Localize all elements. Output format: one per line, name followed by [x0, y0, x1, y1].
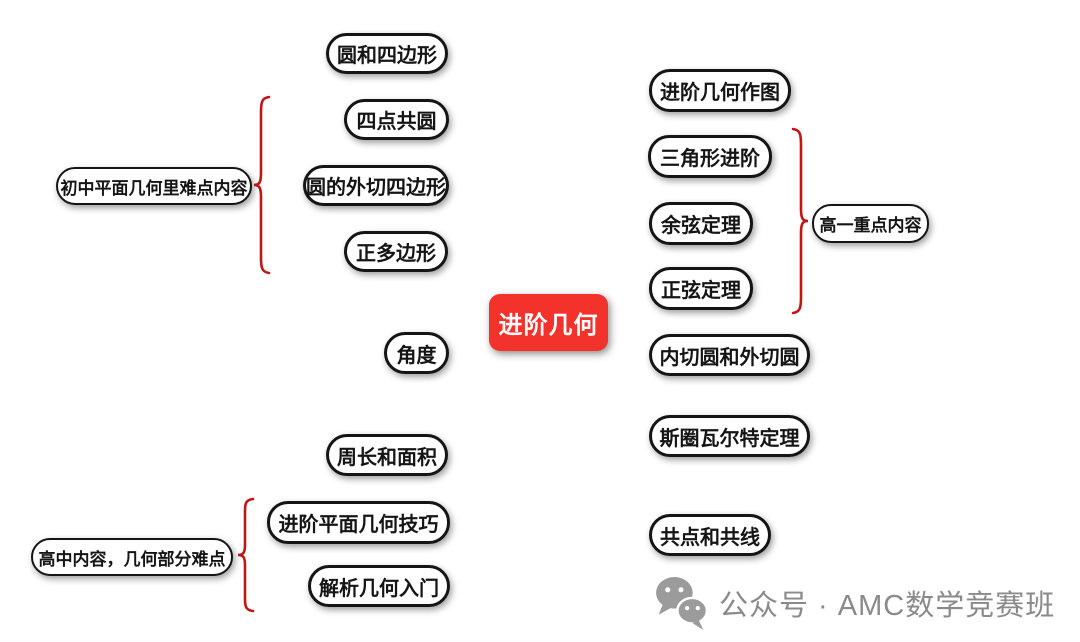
- node-circle-and-quadrilateral[interactable]: 圆和四边形: [326, 33, 448, 74]
- node-junior-difficult-label[interactable]: 初中平面几何里难点内容: [56, 167, 252, 205]
- wechat-icon: [656, 577, 709, 630]
- wechat-account-text: 公众号 · AMC数学竞赛班: [719, 589, 1056, 622]
- node-advanced-plane-techniques[interactable]: 进阶平面几何技巧: [267, 501, 450, 544]
- node-grade10-key-label[interactable]: 高一重点内容: [812, 204, 929, 243]
- node-circumscribed-quadrilateral[interactable]: 圆的外切四边形: [303, 165, 449, 206]
- node-root-advanced-geometry[interactable]: 进阶几何: [489, 294, 608, 351]
- node-senior-difficult-label[interactable]: 高中内容，几何部分难点: [31, 538, 233, 576]
- node-law-of-cosines[interactable]: 余弦定理: [649, 202, 753, 245]
- node-regular-polygon[interactable]: 正多边形: [344, 231, 448, 272]
- node-incircle-and-circumcircle[interactable]: 内切圆和外切圆: [649, 334, 810, 376]
- node-perimeter-and-area[interactable]: 周长和面积: [326, 434, 448, 476]
- node-law-of-sines[interactable]: 正弦定理: [649, 267, 753, 310]
- brace-junior-group: [253, 95, 271, 275]
- node-angle[interactable]: 角度: [384, 332, 449, 374]
- node-advanced-construction[interactable]: 进阶几何作图: [649, 69, 791, 112]
- node-triangle-advanced[interactable]: 三角形进阶: [648, 135, 772, 178]
- node-four-points-concyclic[interactable]: 四点共圆: [344, 99, 449, 140]
- node-analytic-geometry-intro[interactable]: 解析几何入门: [308, 565, 450, 607]
- node-stewart-theorem[interactable]: 斯圈瓦尔特定理: [649, 415, 810, 457]
- brace-senior-group: [237, 497, 255, 613]
- wechat-watermark: 公众号 · AMC数学竞赛班: [653, 574, 1055, 631]
- node-concurrency-and-collinearity[interactable]: 共点和共线: [649, 514, 771, 556]
- brace-grade10-group: [791, 127, 809, 315]
